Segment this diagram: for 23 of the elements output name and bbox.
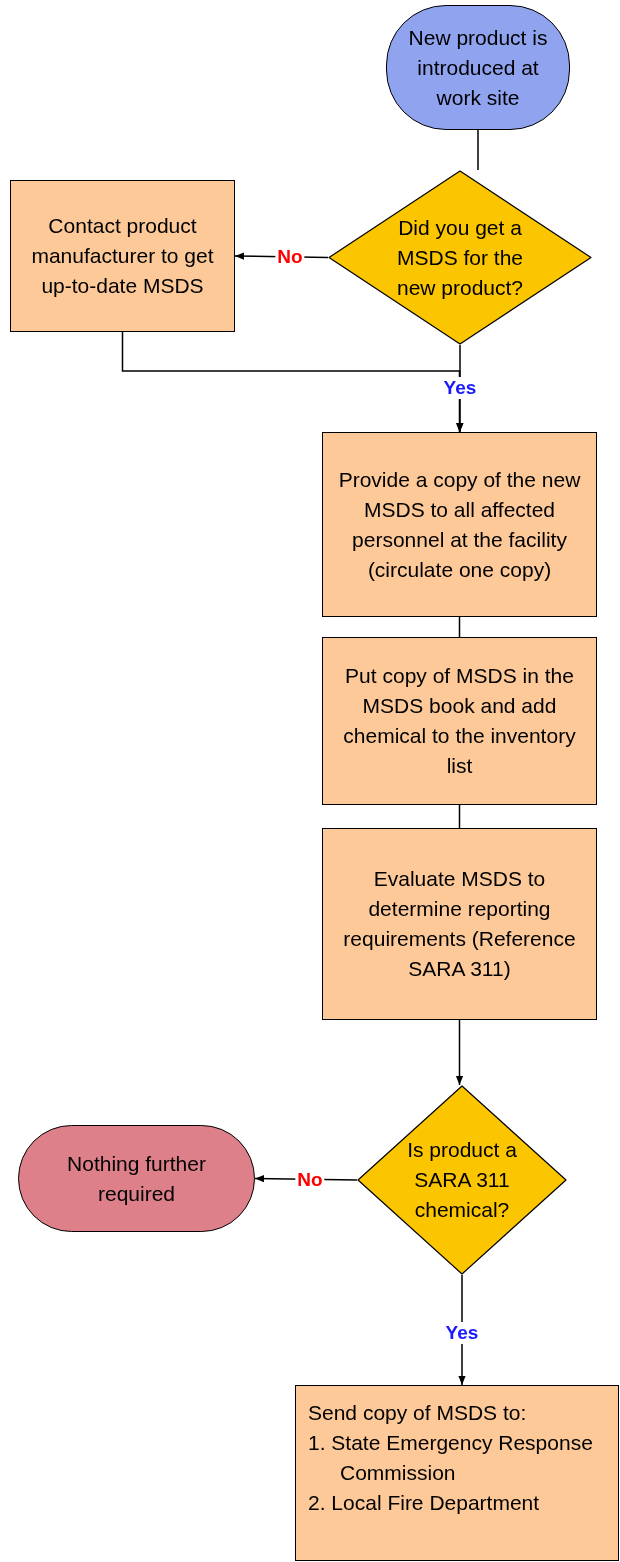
process-box xyxy=(295,1385,619,1561)
process-box xyxy=(322,637,597,805)
process-box xyxy=(322,432,597,617)
list-item: 1. State Emergency Response Commission xyxy=(308,1430,594,1486)
decision-text: Did you get a MSDS for the new product? xyxy=(395,214,525,301)
step-text: Evaluate MSDS to determine reporting requirements (Reference SARA 311) xyxy=(342,866,577,982)
step-text: Put copy of MSDS in the MSDS book and add chemical to the inventory list xyxy=(342,663,577,779)
decision-text: Is product a SARA 311 chemical? xyxy=(406,1137,518,1223)
step-text: Nothing further required xyxy=(66,1150,207,1207)
connector-line xyxy=(458,616,461,638)
process-box xyxy=(10,180,235,332)
list-item: 2. Local Fire Department xyxy=(308,1490,540,1516)
edge-label: Yes xyxy=(441,377,479,399)
connector-line xyxy=(477,129,479,171)
edge-label: Yes xyxy=(443,1322,481,1344)
step-text: Contact product manufacturer to get up-to-date MSDS xyxy=(30,213,215,299)
process-box xyxy=(322,828,597,1020)
step-text: Send copy of MSDS to: xyxy=(308,1400,527,1426)
step-text: Provide a copy of the new MSDS to all affected personnel at the facility (circulate one copy) xyxy=(337,466,582,583)
connector-line xyxy=(458,804,461,829)
arrow xyxy=(455,1019,464,1086)
arrow xyxy=(121,331,464,433)
step-text: New product is introduced at work site xyxy=(407,24,549,111)
